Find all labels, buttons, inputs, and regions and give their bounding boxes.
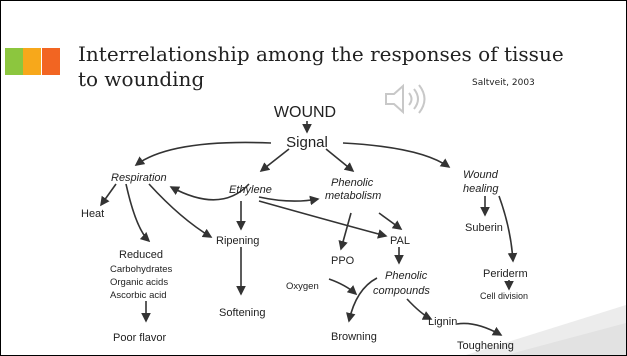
decorative-wave [466, 305, 626, 355]
node-wound-healing-line1: Wound [463, 169, 499, 181]
orange-square-icon [42, 48, 60, 75]
node-phenolic-metabolism-line2: metabolism [325, 190, 381, 202]
node-heat: Heat [81, 208, 104, 220]
node-softening: Softening [219, 307, 265, 319]
node-ethylene: Ethylene [229, 184, 272, 196]
yellow-square-icon [23, 48, 41, 75]
node-poor-flavor: Poor flavor [113, 332, 167, 344]
node-reduced-line2: Carbohydrates [110, 264, 173, 275]
speaker-audio-icon[interactable] [383, 81, 433, 117]
node-reduced-line1: Reduced [119, 249, 163, 261]
node-reduced-line4: Ascorbic acid [110, 290, 167, 301]
node-wound-healing-line2: healing [463, 183, 499, 195]
node-signal: Signal [286, 134, 328, 151]
node-wound: WOUND [274, 104, 336, 121]
slide-title: Interrelationship among the responses of… [78, 42, 564, 91]
citation: Saltveit, 2003 [472, 78, 535, 88]
node-toughening: Toughening [457, 340, 514, 352]
node-suberin: Suberin [465, 222, 503, 234]
node-ripening: Ripening [216, 235, 259, 247]
wound-response-diagram: WOUND Signal Respiration Ethylene Phenol… [81, 104, 528, 352]
node-phenolic-compounds-line1: Phenolic [385, 270, 428, 282]
node-pal: PAL [390, 235, 410, 247]
node-lignin: Lignin [428, 316, 457, 328]
node-browning: Browning [331, 331, 377, 343]
node-oxygen: Oxygen [286, 281, 319, 292]
node-periderm: Periderm [483, 268, 528, 280]
node-ppo: PPO [331, 255, 355, 267]
node-phenolic-metabolism-line1: Phenolic [331, 177, 374, 189]
green-square-icon [5, 48, 23, 75]
node-phenolic-compounds-line2: compounds [373, 285, 430, 297]
node-respiration: Respiration [111, 172, 167, 184]
node-reduced-line3: Organic acids [110, 277, 168, 288]
node-cell-division: Cell division [480, 291, 528, 301]
